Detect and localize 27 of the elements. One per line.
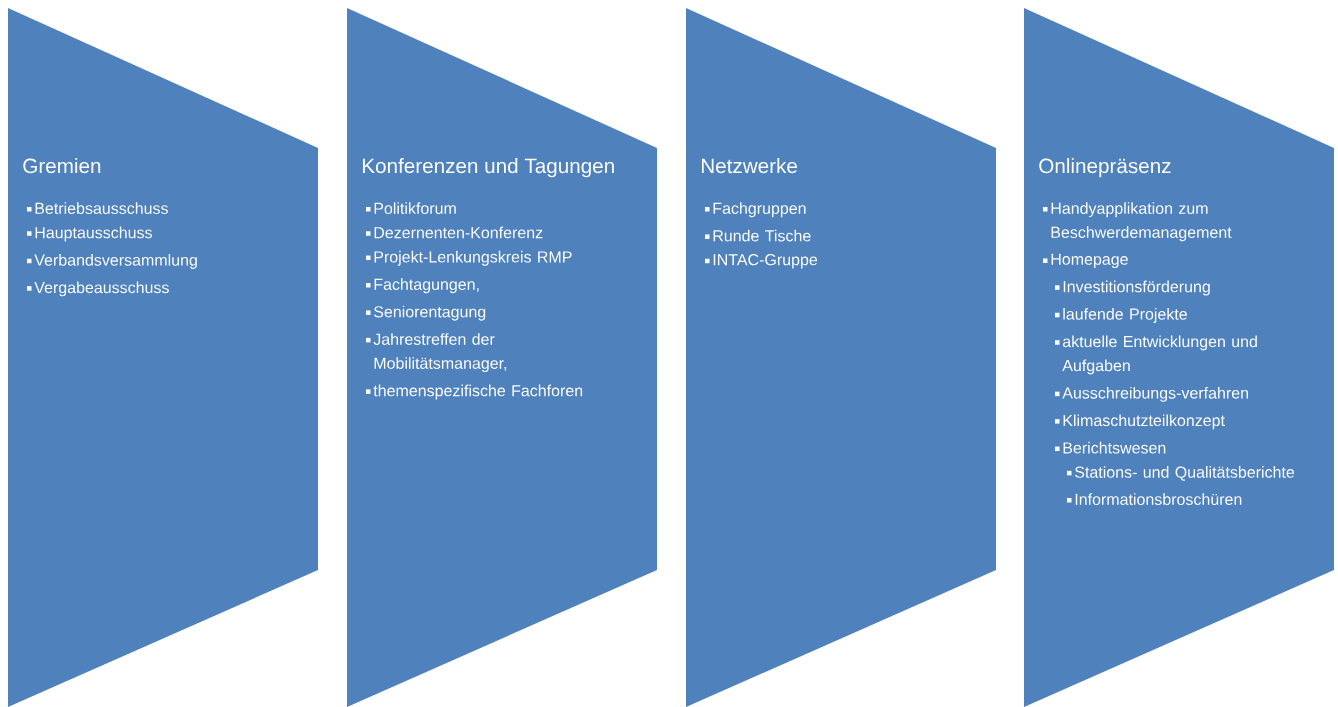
- bullet-item: Betriebsausschuss: [27, 202, 168, 214]
- bullet-item: Ausschreibungs-verfahren: [1055, 386, 1248, 402]
- bullet-item: Homepage: [1043, 253, 1128, 269]
- bullet-item: Verbandsversammlung: [27, 254, 197, 269]
- bullet-item: Hauptausschuss: [27, 226, 152, 242]
- bullet-item: INTAC-Gruppe: [705, 254, 818, 269]
- bullet-item: Investitionsförderung: [1055, 280, 1210, 296]
- heading: Netzwerke: [701, 158, 797, 174]
- bullet-item: Politikforum: [366, 202, 456, 214]
- bullet-item: Informationsbroschüren: [1067, 493, 1242, 505]
- bullet-item: laufende Projekte: [1055, 308, 1187, 323]
- bullet-item: Seniorentagung: [366, 305, 486, 321]
- heading: Gremien: [23, 158, 101, 174]
- bullet-item: Runde Tische: [705, 229, 811, 242]
- bullet-item: Klimaschutzteilkonzept: [1055, 414, 1225, 430]
- bullet-item: aktuelle Entwicklungen und Aufgaben: [1055, 335, 1257, 375]
- bullet-item: Berichtswesen: [1055, 441, 1166, 454]
- bullet-item: Projekt-Lenkungskreis RMP: [366, 250, 572, 266]
- bullet-item: Fachtagungen,: [366, 278, 479, 294]
- bullet-item: Fachgruppen: [705, 202, 806, 218]
- bullet-item: Dezernenten-Konferenz: [366, 226, 543, 239]
- bullet-item: Handyapplikation zum Beschwerdemanagement: [1043, 202, 1232, 242]
- heading: Konferenzen und Tagungen: [362, 158, 614, 178]
- bullet-item: themenspezifische Fachforen: [366, 384, 583, 400]
- heading: Onlinepräsenz: [1039, 158, 1171, 178]
- bullet-item: Vergabeausschuss: [27, 281, 169, 297]
- bullet-item: Stations- und Qualitätsberichte: [1067, 466, 1295, 481]
